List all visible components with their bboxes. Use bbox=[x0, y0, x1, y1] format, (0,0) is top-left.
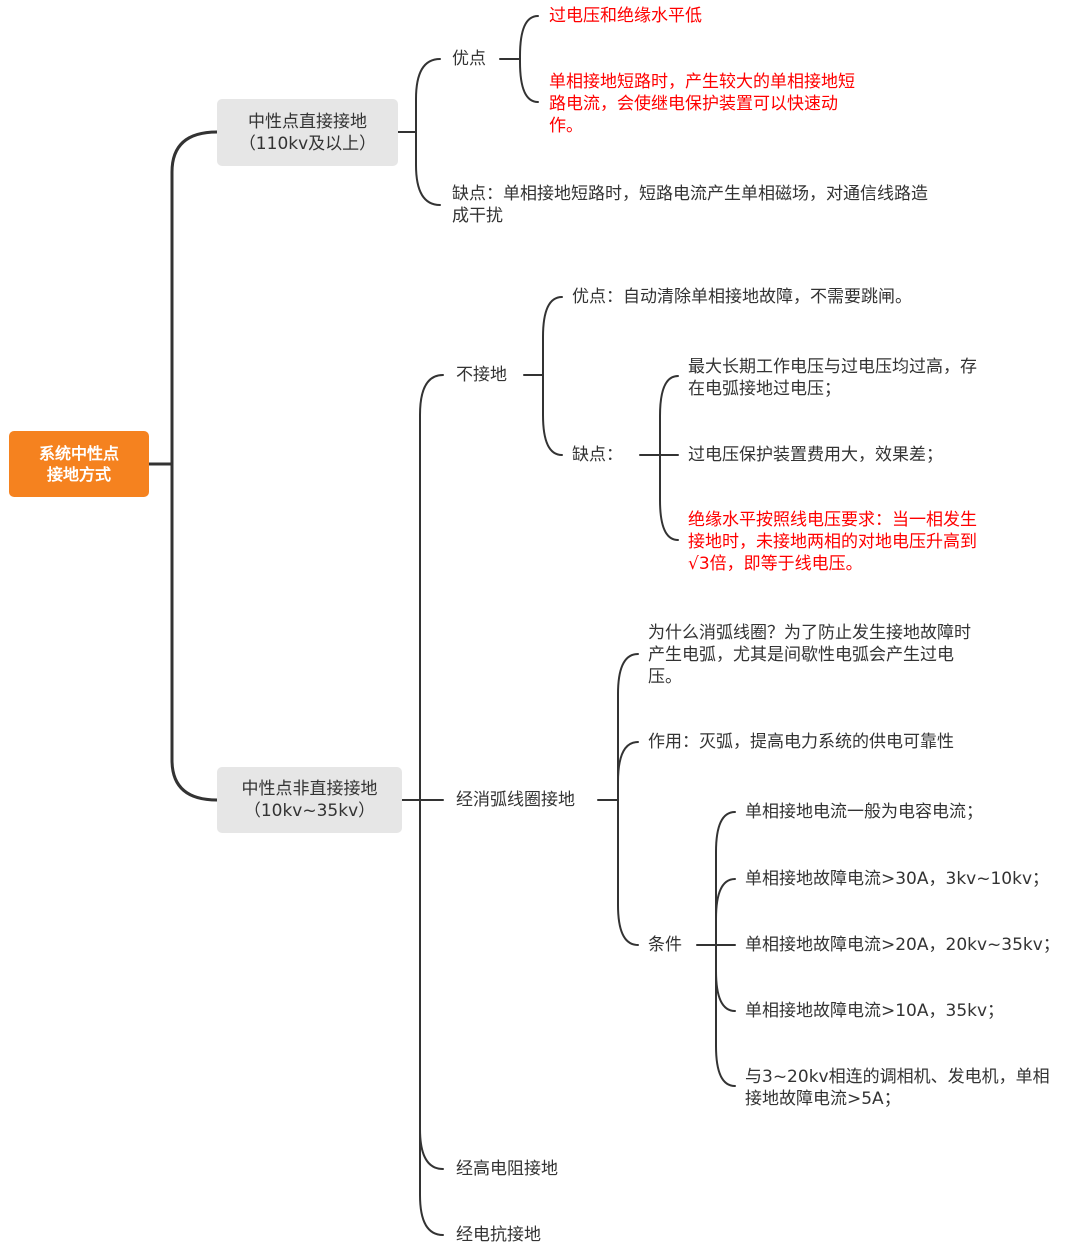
connector bbox=[419, 799, 444, 1170]
connector bbox=[419, 799, 444, 1236]
ungrounded-con-1[interactable]: 最大长期工作电压与过电压均过高，存 在电弧接地过电压； bbox=[688, 356, 977, 400]
connector bbox=[170, 130, 219, 466]
arc-coil-why[interactable]: 为什么消弧线圈？为了防止发生接地故障时 产生电弧，尤其是间歇性电弧会产生过电 压… bbox=[648, 622, 971, 688]
direct-pro-1[interactable]: 过电压和绝缘水平低 bbox=[549, 6, 702, 26]
ungrounded-con-2[interactable]: 过电压保护装置费用大，效果差； bbox=[688, 445, 943, 465]
high-resistance-node[interactable]: 经高电阻接地 bbox=[456, 1159, 558, 1179]
condition-item[interactable]: 单相接地故障电流>10A，35kv； bbox=[745, 1001, 1005, 1021]
direct-pros-label[interactable]: 优点 bbox=[452, 49, 486, 69]
connector bbox=[419, 374, 444, 801]
text-line: 缺点：单相接地短路时，短路电流产生单相磁场，对通信线路造 bbox=[452, 184, 928, 204]
text-line: 路电流，会使继电保护装置可以快速动 bbox=[549, 94, 838, 114]
condition-item[interactable]: 单相接地电流一般为电容电流； bbox=[745, 802, 983, 822]
direct-cons[interactable]: 缺点：单相接地短路时，短路电流产生单相磁场，对通信线路造 成干扰 bbox=[452, 183, 928, 227]
connector bbox=[617, 741, 639, 801]
connector bbox=[415, 131, 441, 206]
text-line: 绝缘水平按照线电压要求：当一相发生 bbox=[688, 510, 977, 530]
root-node[interactable]: 系统中性点 接地方式 bbox=[9, 431, 149, 497]
node-line: 中性点非直接接地 bbox=[241, 779, 378, 799]
text-line: √3倍，即等于线电压。 bbox=[688, 554, 863, 574]
node-line: 中性点直接接地 bbox=[248, 111, 367, 132]
ungrounded-con-3[interactable]: 绝缘水平按照线电压要求：当一相发生 接地时，未接地两相的对地电压升高到 √3倍，… bbox=[688, 509, 977, 575]
text-line: 最大长期工作电压与过电压均过高，存 bbox=[688, 357, 977, 377]
text-line: 成干扰 bbox=[452, 206, 503, 226]
connector bbox=[170, 462, 219, 802]
text-line: 接地故障电流>5A； bbox=[745, 1089, 901, 1109]
ungrounded-pros[interactable]: 优点：自动清除单相接地故障，不需要跳闸。 bbox=[572, 287, 912, 307]
arc-coil-node[interactable]: 经消弧线圈接地 bbox=[456, 790, 575, 810]
connector bbox=[715, 944, 736, 1012]
text-line: 为什么消弧线圈？为了防止发生接地故障时 bbox=[648, 623, 971, 643]
reactance-node[interactable]: 经电抗接地 bbox=[456, 1225, 541, 1245]
root-line1: 系统中性点 bbox=[38, 444, 119, 463]
connector bbox=[519, 15, 539, 60]
arc-coil-conditions-label[interactable]: 条件 bbox=[648, 935, 682, 955]
connector bbox=[415, 58, 441, 133]
text-line: 在电弧接地过电压； bbox=[688, 379, 841, 399]
node-line: （110kv及以上） bbox=[238, 133, 377, 154]
connector bbox=[715, 878, 736, 946]
text-line: 单相接地短路时，产生较大的单相接地短 bbox=[549, 72, 855, 92]
ungrounded-node[interactable]: 不接地 bbox=[456, 365, 507, 385]
text-line: 作。 bbox=[549, 116, 583, 136]
connector bbox=[542, 374, 563, 456]
connector bbox=[715, 944, 736, 1087]
connector bbox=[542, 296, 563, 376]
text-line: 产生电弧，尤其是间歇性电弧会产生过电 bbox=[648, 645, 954, 665]
root-line2: 接地方式 bbox=[46, 465, 111, 484]
connector bbox=[659, 375, 679, 456]
text-line: 接地时，未接地两相的对地电压升高到 bbox=[688, 532, 977, 552]
connector bbox=[519, 58, 539, 103]
node-line: （10kv~35kv） bbox=[243, 801, 376, 821]
connector bbox=[617, 653, 639, 801]
text-line: 压。 bbox=[648, 667, 682, 687]
connector bbox=[715, 811, 736, 946]
connector bbox=[659, 454, 679, 541]
condition-item[interactable]: 单相接地故障电流>30A，3kv~10kv； bbox=[745, 869, 1050, 889]
text-line: 与3~20kv相连的调相机、发电机，单相 bbox=[745, 1067, 1050, 1087]
connector bbox=[617, 799, 639, 946]
arc-coil-function[interactable]: 作用：灭弧，提高电力系统的供电可靠性 bbox=[648, 732, 954, 752]
direct-grounding-node[interactable]: 中性点直接接地 （110kv及以上） bbox=[217, 99, 398, 166]
condition-item[interactable]: 与3~20kv相连的调相机、发电机，单相 接地故障电流>5A； bbox=[745, 1066, 1050, 1110]
indirect-grounding-node[interactable]: 中性点非直接接地 （10kv~35kv） bbox=[217, 767, 402, 833]
condition-item[interactable]: 单相接地故障电流>20A，20kv~35kv； bbox=[745, 935, 1060, 955]
ungrounded-cons-label[interactable]: 缺点： bbox=[572, 445, 623, 465]
direct-pro-2[interactable]: 单相接地短路时，产生较大的单相接地短 路电流，会使继电保护装置可以快速动 作。 bbox=[549, 71, 855, 137]
